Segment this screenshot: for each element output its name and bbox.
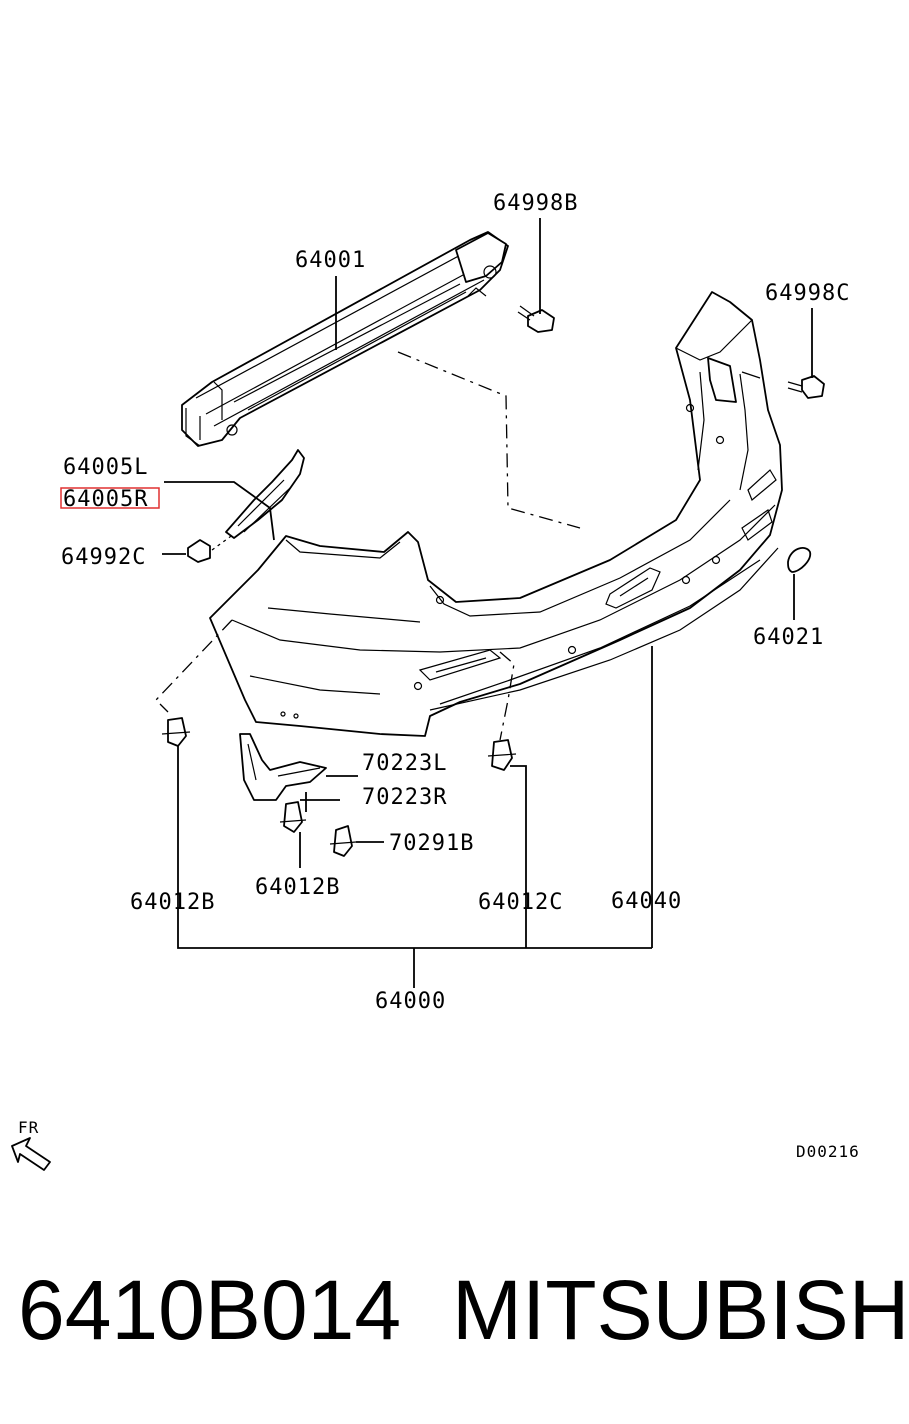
label-clip-left: 64012B — [130, 890, 215, 915]
bolt-64998c — [787, 375, 825, 399]
label-cap: 64021 — [753, 625, 824, 650]
label-mudguard-right: 70223R — [362, 785, 447, 810]
part-labels: 64998B 64001 64998C 64005L 64005R 64992C… — [61, 191, 850, 1014]
label-reinforcement: 64001 — [295, 248, 366, 273]
label-bumper-assembly: 64000 — [375, 989, 446, 1014]
label-bracket-left: 64005L — [63, 455, 148, 480]
bumper-face — [209, 291, 783, 737]
label-bolt-top: 64998B — [493, 191, 578, 216]
clip-64012b-left — [161, 717, 191, 747]
brand-name: MITSUBISHI — [452, 1263, 909, 1357]
leader-lines — [162, 218, 813, 988]
clip-64012b-mid — [279, 801, 307, 833]
highlight-box — [60, 487, 160, 509]
front-label: FR — [18, 1118, 39, 1137]
clip-70291b — [329, 825, 357, 857]
label-screw-left: 64992C — [61, 545, 146, 570]
alignment-lines — [155, 351, 581, 741]
label-clip-mudguard: 70291B — [389, 831, 474, 856]
front-arrow-icon — [11, 1137, 51, 1171]
clip-64012c — [487, 739, 517, 771]
diagram-code: D00216 — [796, 1142, 860, 1161]
label-clip-right: 64012C — [478, 890, 563, 915]
bolt-64998b — [517, 305, 555, 333]
label-clip-mid: 64012B — [255, 875, 340, 900]
label-bolt-right: 64998C — [765, 281, 850, 306]
label-mudguard-left: 70223L — [362, 751, 447, 776]
bumper-reinforcement — [181, 231, 509, 447]
footer: 6410B014 MITSUBISHI — [0, 1262, 909, 1362]
side-bracket — [225, 449, 305, 539]
screw-64992c — [187, 533, 235, 563]
front-direction-marker: FR — [11, 1118, 51, 1171]
part-number: 6410B014 — [18, 1263, 402, 1357]
cap-64021 — [787, 547, 812, 573]
label-bumper-face: 64040 — [611, 889, 682, 914]
mud-guard — [239, 733, 327, 801]
